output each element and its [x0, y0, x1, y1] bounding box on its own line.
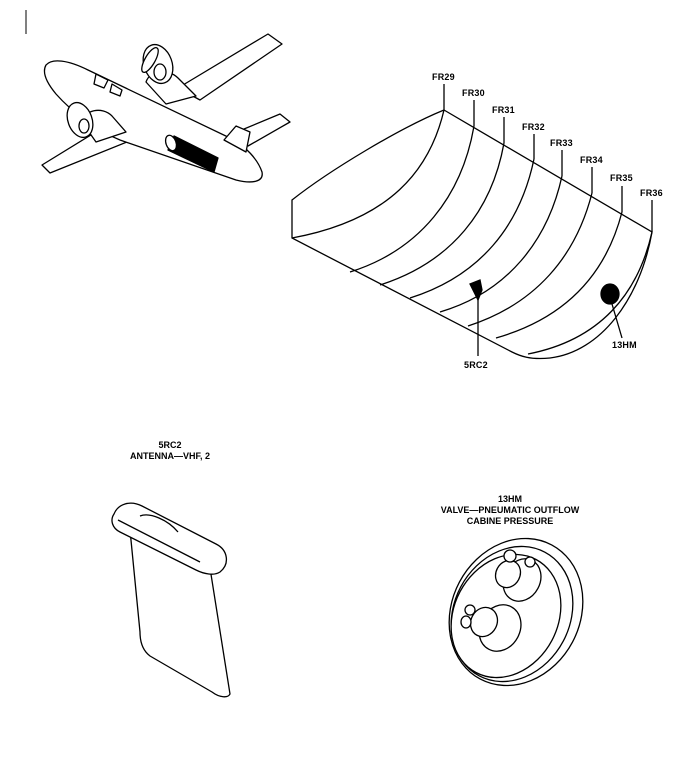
- valve-location-marker: [600, 283, 620, 305]
- fuselage-shell: [291, 109, 653, 360]
- valve-caption-line1: VALVE—PNEUMATIC OUTFLOW: [440, 505, 580, 515]
- frame-ring-fr30: [349, 125, 475, 273]
- fuselage-section-diagram: [291, 84, 653, 360]
- frame-ring-fr31: [379, 142, 505, 286]
- frame-label-fr33: FR33: [550, 138, 573, 148]
- frame-label-fr30: FR30: [462, 88, 485, 98]
- frame-label-fr32: FR32: [522, 122, 545, 132]
- antenna-caption-ref: 5RC2: [158, 440, 182, 450]
- outflow-valve-icon: [448, 537, 584, 687]
- frame-label-fr36: FR36: [640, 188, 663, 198]
- frame-label-fr31: FR31: [492, 105, 515, 115]
- frame-ring-fr35: [495, 211, 623, 339]
- valve-caption-line2: CABINE PRESSURE: [466, 516, 554, 526]
- valve-caption-ref: 13HM: [497, 494, 522, 504]
- antenna-location-marker: [469, 279, 483, 302]
- antenna-caption-name: ANTENNA—VHF, 2: [129, 451, 210, 461]
- valve-caption: 13HM VALVE—PNEUMATIC OUTFLOW CABINE PRES…: [420, 494, 600, 527]
- frame-ring-fr32: [409, 158, 535, 299]
- frame-ring-fr36: [527, 231, 653, 355]
- callout-label-13hm: 13HM: [612, 340, 637, 350]
- frame-ring-fr34: [467, 192, 593, 327]
- frame-label-fr29: FR29: [432, 72, 455, 82]
- antenna-vhf-icon: [111, 502, 231, 698]
- frame-label-fr34: FR34: [580, 155, 603, 165]
- frame-label-fr35: FR35: [610, 173, 633, 183]
- antenna-caption: 5RC2 ANTENNA—VHF, 2: [100, 440, 240, 462]
- frame-ring-fr29: [291, 109, 445, 239]
- aircraft-locator-icon: [41, 33, 291, 183]
- callout-label-5rc2: 5RC2: [464, 360, 488, 370]
- frame-ring-fr33: [439, 175, 563, 313]
